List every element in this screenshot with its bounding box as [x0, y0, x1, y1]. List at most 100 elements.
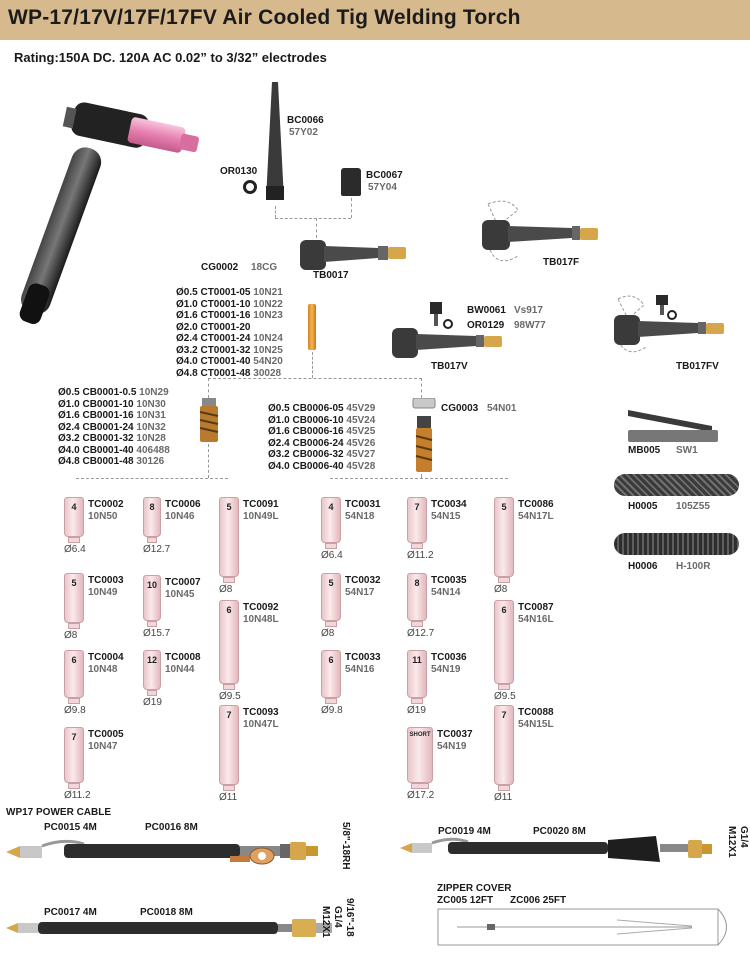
cup-sub: 10N48L	[243, 614, 279, 625]
collet-row: Ø1.0 CT0001-10 10N22	[176, 299, 283, 311]
cup-number: 6	[328, 655, 334, 665]
gas-lens-code: CB0006-10	[292, 414, 347, 426]
cup-code: TC0034	[431, 499, 467, 510]
collet-body-code: CB0001-0.5	[82, 387, 140, 398]
gas-lens-row: Ø4.0 CB0006-40 45V28	[268, 461, 375, 473]
thread-label-1: 5/8"-18RH	[340, 822, 351, 870]
collet-size: Ø0.5	[176, 287, 201, 298]
cup-sub: 10N47	[88, 741, 118, 752]
cup-sub: 54N15	[431, 511, 461, 522]
power-cable-1-icon	[6, 839, 318, 865]
collet-body-icon	[199, 398, 219, 442]
cup-diameter: Ø19	[143, 697, 162, 708]
gas-lens-size: Ø3.2	[268, 449, 293, 460]
cup-sub: 10N44	[165, 664, 195, 675]
cup-diameter: Ø8	[321, 628, 335, 639]
cup-number: 5	[501, 502, 507, 512]
collet-body-ref: 10N28	[136, 433, 166, 444]
cup-sub: 10N46	[165, 511, 195, 522]
cup-code: TC0036	[431, 652, 467, 663]
zipper-cover-icon	[437, 908, 727, 946]
ceramic-cup-icon: 4	[321, 497, 341, 543]
cg0003-sub: 54N01	[487, 403, 517, 414]
collet-body-row: Ø4.8 CB0001-48 30126	[58, 456, 170, 468]
gas-lens-size: Ø2.4	[268, 437, 293, 449]
cup-number: 6	[71, 655, 77, 665]
cup-tip	[498, 684, 510, 690]
cup-code: TC0031	[345, 499, 381, 510]
cg0002-sub: 18CG	[251, 262, 278, 273]
gas-lens-ref: 45V29	[346, 403, 376, 414]
cup-sub: 10N50	[88, 511, 118, 522]
cup-sub: 54N16	[345, 664, 375, 675]
cup-diameter: Ø12.7	[143, 544, 171, 555]
mb005-code: MB005	[628, 445, 661, 456]
cup-number: 5	[71, 578, 77, 588]
or0129-code: OR0129	[467, 320, 505, 331]
gas-lens-code: CB0006-05	[292, 403, 347, 414]
cup-sub: 54N14	[431, 587, 461, 598]
collet-body-size: Ø4.0	[58, 444, 83, 456]
collet-ref: 54N20	[253, 356, 283, 367]
collet-code: CT0001-48	[200, 367, 254, 379]
collet-code: CT0001-05	[200, 287, 254, 298]
hose-h0005-icon	[614, 474, 739, 496]
cup-diameter: Ø11.2	[64, 790, 91, 801]
cup-number: 4	[328, 502, 334, 512]
torch-head-tb017fv-icon	[614, 295, 724, 353]
cup-diameter: Ø9.8	[321, 705, 343, 716]
zc005-label: ZC005 12FT	[437, 895, 494, 906]
ceramic-cup-icon: 10	[143, 575, 161, 621]
gas-lens-ref: 45V24	[346, 414, 376, 426]
cup-number: 12	[146, 655, 157, 665]
ceramic-cup-icon: 5	[321, 573, 341, 621]
pc0018-label: PC0018 8M	[140, 907, 193, 918]
cup-diameter: Ø11.2	[407, 550, 434, 561]
cup-number: 6	[501, 605, 507, 615]
tb017fv-code: TB017FV	[676, 361, 719, 372]
collet-code: CT0001-24	[200, 333, 254, 344]
cup-code: TC0092	[243, 602, 279, 613]
cup-code: TC0005	[88, 729, 124, 740]
collet-row: Ø2.4 CT0001-24 10N24	[176, 333, 283, 345]
collet-body-ref: 406488	[136, 444, 170, 456]
bw0061-code: BW0061	[467, 305, 506, 316]
cup-sub: 10N49	[88, 587, 118, 598]
mb005-sub: SW1	[676, 445, 698, 456]
cup-diameter: Ø9.8	[64, 705, 86, 716]
cup-tip	[411, 543, 423, 549]
cup-number: 8	[414, 578, 420, 588]
collet-size: Ø1.0	[176, 298, 201, 310]
cup-diameter: Ø8	[219, 584, 233, 595]
cg0002-code: CG0002	[201, 262, 239, 273]
collet-code: CT0001-10	[200, 298, 254, 310]
collet-body-size: Ø3.2	[58, 433, 83, 444]
cup-tip	[147, 621, 157, 627]
gas-lens-ref: 45V26	[346, 437, 376, 449]
or0130-code: OR0130	[220, 166, 258, 177]
cup-number: 5	[328, 578, 334, 588]
cup-sub: 54N15L	[518, 719, 554, 730]
cup-tip	[411, 621, 423, 627]
h0005-code: H0005	[628, 501, 658, 512]
cup-number: 8	[149, 502, 155, 512]
cg0003-code: CG0003	[441, 403, 479, 414]
torch-head-tb017f-icon	[482, 200, 598, 262]
collet-body-size: Ø1.6	[58, 410, 83, 421]
cup-code: TC0007	[165, 577, 201, 588]
cup-tip	[325, 621, 337, 627]
collet-body-ref: 30126	[136, 456, 165, 467]
gas-lens-size: Ø0.5	[268, 403, 293, 414]
gas-lens-row: Ø2.4 CB0006-24 45V26	[268, 438, 375, 450]
thread-label-2b: M12X1	[726, 826, 737, 858]
page-title: WP-17/17V/17F/17FV Air Cooled Tig Weldin…	[8, 6, 521, 29]
cup-code: TC0093	[243, 707, 279, 718]
zipper-title: ZIPPER COVER	[437, 883, 512, 894]
h0006-sub: H-100R	[676, 561, 711, 572]
cup-diameter: Ø11	[219, 792, 238, 803]
cup-number: 5	[226, 502, 232, 512]
collet-body-row: Ø4.0 CB0001-40 406488	[58, 445, 170, 457]
bc0066-sub: 57Y02	[289, 127, 318, 138]
collet-size: Ø1.6	[176, 310, 201, 321]
